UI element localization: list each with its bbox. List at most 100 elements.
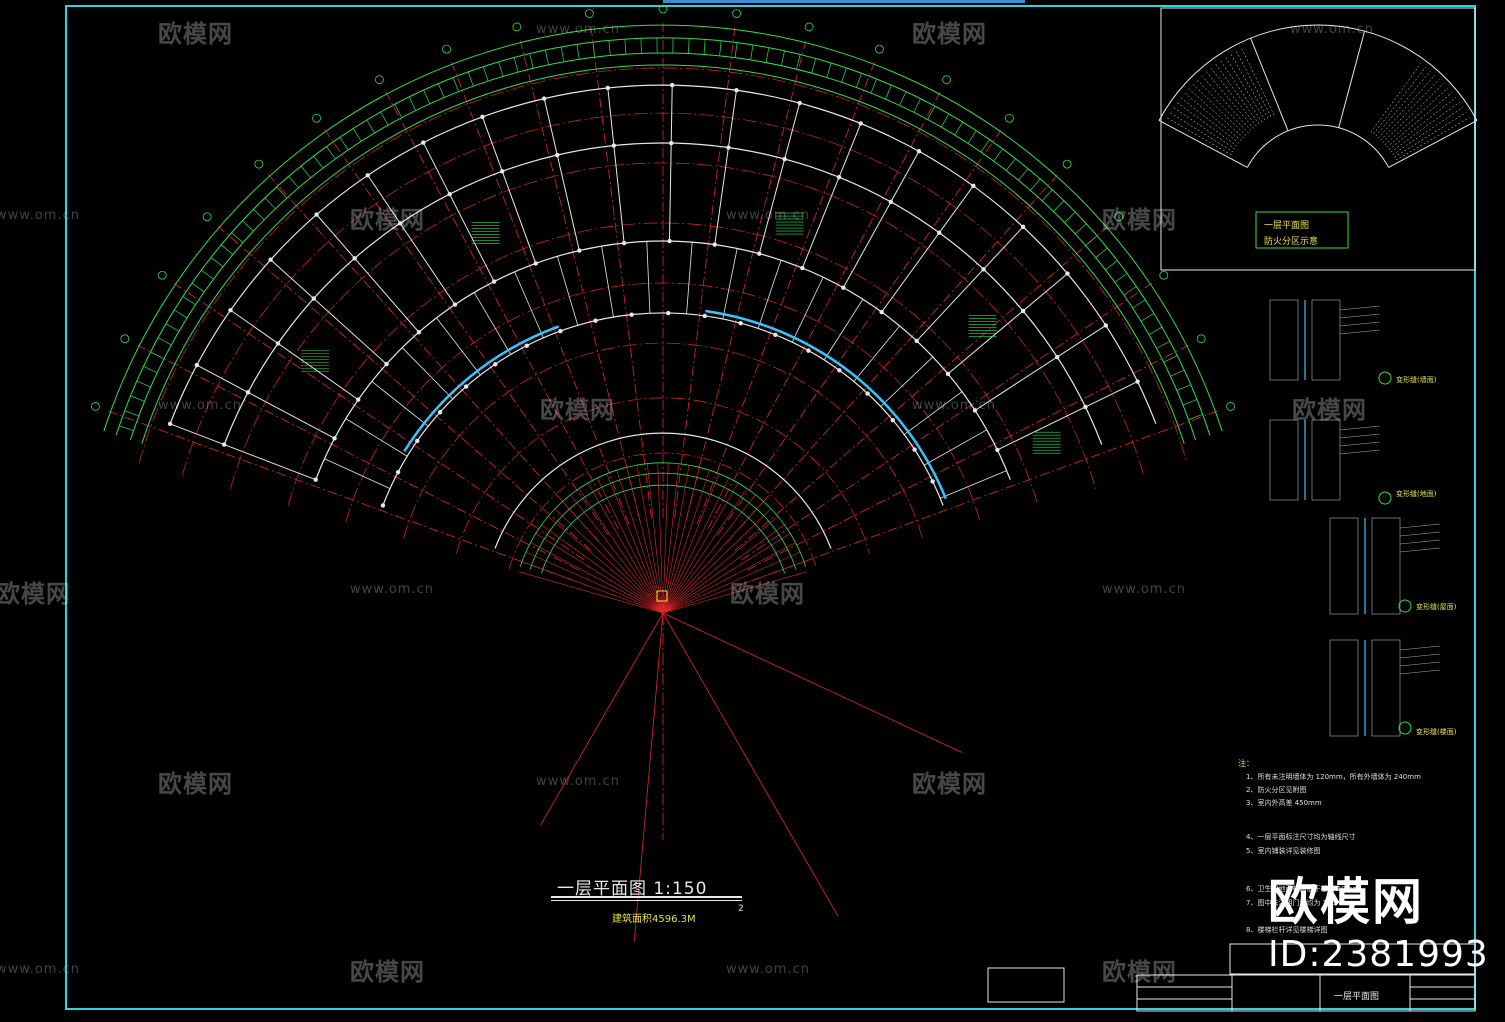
column [666,310,671,316]
column [865,391,870,396]
wall-radial-inner [940,470,1007,499]
column [1083,404,1088,410]
dimension-tick [1018,168,1029,181]
column [415,438,420,444]
dimension-tick [201,269,214,280]
watermark-brand: 欧模网 [158,20,233,48]
plan-title: 一层平面图 1:150 [557,879,708,899]
axis-bubble [157,270,167,280]
center-ray [662,533,791,614]
dimension-tick [941,113,950,128]
inset-hatch [1380,78,1440,141]
detail-caption-2: 变形缝(地面) [1396,490,1437,498]
dimension-ring [103,24,1223,432]
center-ray [535,533,664,614]
inset-zone-divider [1338,31,1366,128]
center-ray [662,482,739,614]
note-line: 5、室内铺装详见装修图 [1246,847,1321,855]
dimension-tick [1030,178,1041,191]
center-ray [525,551,664,614]
grid-axis-radial [217,225,592,551]
column [797,100,802,106]
inset-fire-zone-diagram [1158,24,1478,168]
note-line: 2、防火分区见附图 [1246,786,1307,794]
inset-hatch [1183,92,1242,141]
column [1065,271,1070,276]
grid-axis-arc [287,222,1039,506]
dimension-tick [545,50,549,65]
grid-axis-radial [752,410,1218,581]
center-ray [562,501,664,614]
dimension-tick [513,57,519,73]
inset-hatch [1166,117,1232,156]
detail-caption-1: 变形缝(墙面) [1396,376,1437,384]
title-underline [551,896,742,898]
watermark-brand: 欧模网 [350,206,425,234]
center-ray [662,501,764,614]
grid-axis-arc [182,112,1144,476]
grid-axis-radial [674,27,736,519]
dimension-tick [1105,260,1118,271]
column [667,238,672,244]
dimension-tick [408,96,417,111]
grid-axis-radial [451,62,630,525]
grid-axis-radial [267,174,600,543]
column [533,261,538,266]
detail-caption-4: 变形缝(楼面) [1416,728,1457,736]
column [912,447,917,452]
dimension-tick [210,257,224,267]
detail-wall-right [1311,419,1341,501]
column [621,240,627,246]
inset-hatch [1196,78,1249,134]
column [437,410,443,415]
dimension-tick [1148,326,1163,335]
column [313,477,318,482]
dimension-tick [467,71,474,87]
detail-leader [1399,661,1441,667]
column [995,447,1000,453]
detail-wall-left [1329,517,1359,615]
wall-radial [974,325,1107,411]
dimension-tick [841,67,847,83]
wall-radial-inner [757,260,782,329]
center-ray [547,516,664,614]
column [726,145,731,150]
column [167,421,173,426]
center-ray [662,561,805,614]
detail-leader [1339,449,1381,455]
wall-radial [367,174,456,305]
wall-radial-inner [853,325,900,382]
wall-radial [916,226,1024,342]
dimension-tick [174,309,188,319]
inner-ring [519,462,807,567]
axis-bubble [442,44,451,54]
dimension-tick [452,77,459,92]
column [1054,354,1060,360]
inset-hatch [1394,112,1467,158]
dimension-tick [130,395,145,402]
column [1020,224,1026,230]
dimension-tick [1176,384,1191,391]
curtain-wall [403,325,560,453]
axis-bubble [1159,270,1169,280]
column [416,330,422,335]
column [558,328,563,334]
column [888,199,894,205]
note-line: 4、一层平面标注尺寸均为轴线尺寸 [1246,833,1356,841]
detail-leader [1339,433,1381,439]
dimension-tick [231,232,244,243]
watermark-brand: 欧模网 [912,20,987,48]
column [311,296,316,301]
detail-leader [1399,547,1441,553]
inset-hatch [1370,63,1422,133]
sheet-number: 2 [738,904,744,914]
center-ray [570,494,664,614]
wall-radial [270,259,387,365]
axis-bubble [254,159,264,169]
dimension-tick [352,128,362,142]
axis-bubble [804,22,814,32]
dimension-tick [765,47,770,63]
center-ray [662,467,700,614]
dimension-tick [1064,211,1076,223]
